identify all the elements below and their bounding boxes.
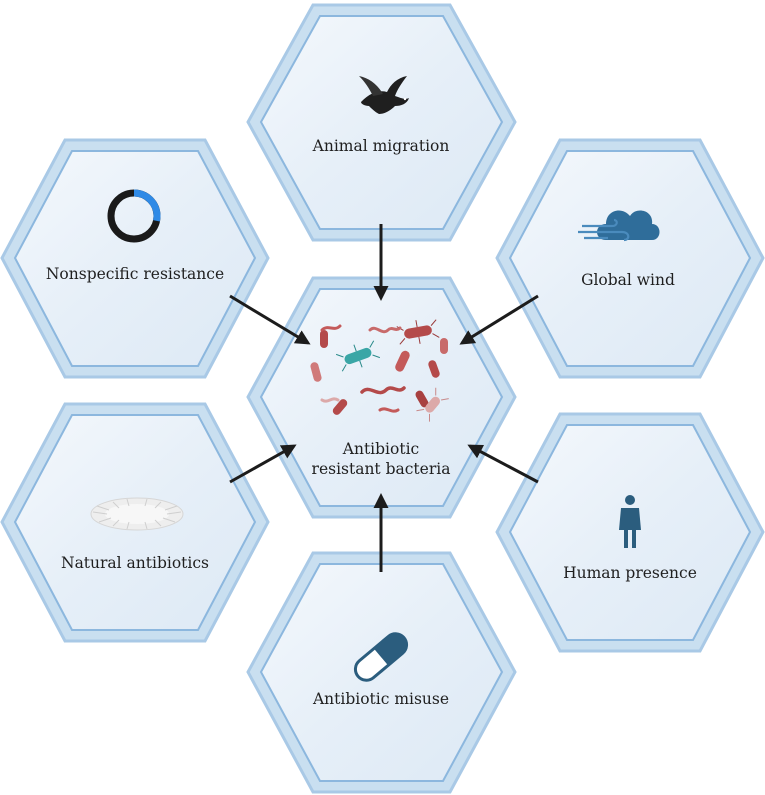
arrow-from-global-wind xyxy=(459,294,539,345)
label-center-line1: Antibiotic xyxy=(342,440,419,458)
label-natural-antibiotics: Natural antibiotics xyxy=(61,554,209,572)
label-nonspecific-resistance: Nonspecific resistance xyxy=(46,265,224,283)
pill-icon xyxy=(353,632,409,682)
cloud-wind-icon xyxy=(578,210,660,242)
arrow-from-human-presence xyxy=(467,444,539,484)
label-antibiotic-misuse: Antibiotic misuse xyxy=(312,690,449,708)
arrow-from-natural-antibiotics xyxy=(229,444,297,484)
label-human-presence: Human presence xyxy=(563,564,697,582)
label-animal-migration: Animal migration xyxy=(312,137,450,155)
arrows xyxy=(229,224,539,572)
hex-center xyxy=(246,276,517,519)
hex-global-wind xyxy=(495,138,765,379)
ring-icon xyxy=(107,189,161,243)
label-global-wind: Global wind xyxy=(581,271,675,289)
hex-inner-shape xyxy=(259,15,504,230)
bird-icon xyxy=(359,76,409,114)
hex-nonspecific-resistance xyxy=(0,138,270,379)
fungal-colony-icon xyxy=(90,497,184,531)
hex-inner-shape xyxy=(13,150,257,367)
person-icon xyxy=(619,495,641,548)
hex-inner-shape xyxy=(508,150,752,367)
bacteria-icon xyxy=(310,319,449,422)
label-center-line2: resistant bacteria xyxy=(312,460,451,478)
hex-animal-migration xyxy=(246,3,517,242)
hex-inner-shape xyxy=(508,424,752,641)
arrow-from-nonspecific-resistance xyxy=(229,294,311,345)
hex-human-presence xyxy=(495,412,765,653)
